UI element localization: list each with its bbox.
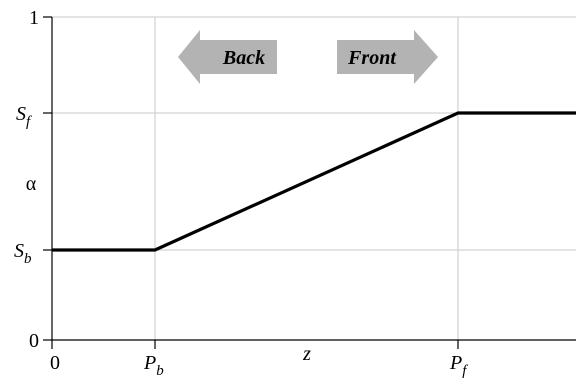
p-f-base: P (449, 352, 462, 374)
x-axis-symbol: z (302, 343, 311, 365)
p-f-sub: f (462, 363, 468, 379)
x-tick-label-p-b: Pb (143, 352, 164, 379)
y-tick-label-one: 1 (29, 7, 39, 29)
y-tick-label-s-f: Sf (16, 103, 32, 130)
s-b-sub: b (24, 251, 32, 267)
alpha-profile-curve (52, 111, 576, 252)
s-f-sub: f (26, 114, 32, 130)
p-b-base: P (143, 352, 156, 374)
back-arrow: Back (178, 30, 277, 84)
y-tick-label-s-b: Sb (14, 240, 32, 267)
p-b-sub: b (156, 363, 164, 379)
x-tick-label-zero: 0 (50, 352, 60, 374)
front-arrow: Front (337, 30, 438, 84)
s-b-base: S (14, 240, 24, 262)
y-tick-label-zero: 0 (29, 330, 39, 352)
front-arrow-label: Front (347, 47, 397, 69)
back-arrow-label: Back (222, 47, 265, 69)
y-axis-symbol: α (26, 173, 37, 195)
front-arrow-shape (337, 30, 438, 84)
back-arrow-shape (178, 30, 277, 84)
x-tick-label-p-f: Pf (449, 352, 468, 379)
s-f-base: S (16, 103, 26, 125)
axes (43, 16, 576, 349)
